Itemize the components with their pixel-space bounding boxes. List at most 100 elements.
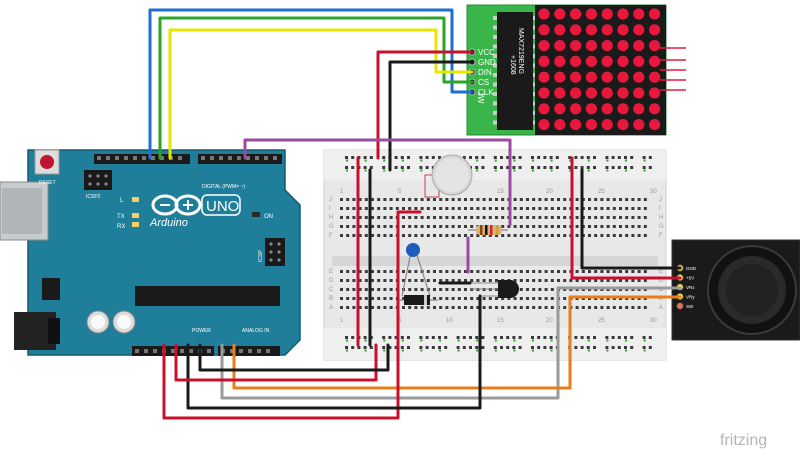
header-pin[interactable]: [210, 156, 214, 160]
column-number: 5: [398, 189, 402, 195]
matrix-led: [649, 87, 661, 99]
matrix-led: [585, 40, 598, 52]
matrix-led: [585, 71, 598, 83]
arduino-uno-board: RESET ICSP2 L TX RX UNO Arduino ON ICSP: [0, 149, 301, 356]
matrix-led: [554, 40, 566, 52]
row-letter: A: [659, 305, 663, 311]
header-pin[interactable]: [230, 349, 234, 353]
column-number: 20: [546, 318, 553, 324]
wire-red-joystick-5v: [570, 156, 682, 280]
row-letter: C: [659, 287, 664, 293]
matrix-led: [633, 119, 645, 131]
chip-code: +1608: [509, 55, 516, 75]
header-pin[interactable]: [178, 156, 182, 160]
header-pin[interactable]: [237, 156, 241, 160]
header-pin[interactable]: [97, 156, 101, 160]
led-matrix: [535, 5, 666, 135]
header-pin[interactable]: [257, 349, 261, 353]
matrix-led: [649, 119, 661, 131]
matrix-led: [601, 40, 613, 52]
wire-purple: [243, 138, 512, 227]
matrix-led: [554, 24, 566, 36]
matrix-led: [570, 24, 582, 36]
joystick-pin-label: +5V: [686, 276, 694, 281]
led-tx-label: TX: [117, 214, 125, 220]
header-pin[interactable]: [201, 156, 205, 160]
wire-orange-joystick-vry: [232, 295, 682, 390]
matrix-led: [633, 24, 645, 36]
row-letter: F: [329, 233, 333, 239]
matrix-led: [617, 24, 629, 36]
matrix-led: [585, 87, 598, 99]
matrix-led: [633, 40, 645, 52]
matrix-led: [649, 71, 661, 83]
row-letter: E: [329, 269, 333, 275]
column-number: 25: [598, 318, 605, 324]
row-letter: J: [659, 197, 662, 203]
matrix-led: [570, 71, 582, 83]
header-pin[interactable]: [219, 156, 223, 160]
header-pin[interactable]: [144, 349, 148, 353]
matrix-led: [617, 119, 629, 131]
matrix-led: [649, 40, 661, 52]
header-pin[interactable]: [171, 349, 175, 353]
matrix-led: [617, 8, 629, 20]
header-pin[interactable]: [246, 156, 250, 160]
row-letter: B: [659, 296, 663, 302]
matrix-led: [585, 119, 598, 131]
header-pin[interactable]: [273, 156, 277, 160]
header-pin[interactable]: [264, 156, 268, 160]
reset-label: RESET: [39, 180, 56, 186]
joystick-pin-label: VRx: [686, 285, 695, 290]
row-letter: G: [329, 224, 334, 230]
header-pin[interactable]: [255, 156, 259, 160]
joystick-pin-label: VRy: [686, 295, 695, 300]
joystick-pin-label: SW: [686, 304, 694, 309]
row-letter: D: [659, 278, 664, 284]
row-letter: F: [659, 233, 663, 239]
matrix-led: [649, 8, 661, 20]
header-pin[interactable]: [180, 349, 184, 353]
matrix-led: [585, 8, 598, 20]
header-pin[interactable]: [239, 349, 243, 353]
matrix-led: [633, 71, 645, 83]
wire-red-buzzer: [396, 210, 422, 292]
header-pin[interactable]: [189, 349, 193, 353]
header-pin[interactable]: [133, 156, 137, 160]
matrix-led: [538, 103, 550, 115]
matrix-led: [601, 103, 613, 115]
matrix-led: [538, 8, 550, 20]
matrix-led: [538, 55, 550, 67]
wire-black-gnd-2: [198, 343, 390, 372]
header-pin[interactable]: [142, 156, 146, 160]
matrix-led: [554, 8, 566, 20]
module-pin-label: VCC: [478, 48, 495, 57]
header-pin[interactable]: [106, 156, 110, 160]
header-pin[interactable]: [115, 156, 119, 160]
matrix-led: [538, 87, 550, 99]
header-pin[interactable]: [151, 156, 155, 160]
header-pin[interactable]: [248, 349, 252, 353]
matrix-led: [649, 24, 661, 36]
breadboard: 115510101515202025253030JJIIHHGGFFEEDDCC…: [323, 149, 667, 361]
header-pin[interactable]: [266, 349, 270, 353]
header-pin[interactable]: [135, 349, 139, 353]
header-pin[interactable]: [228, 156, 232, 160]
header-pin[interactable]: [124, 156, 128, 160]
column-number: 30: [650, 189, 657, 195]
joystick-pin[interactable]: [676, 302, 684, 310]
fritzing-watermark: fritzing: [720, 432, 767, 449]
row-letter: B: [329, 296, 333, 302]
header-pin[interactable]: [207, 349, 211, 353]
joystick-pin-label: GND: [686, 266, 697, 271]
analog-label: ANALOG IN: [242, 328, 270, 334]
row-letter: J: [329, 197, 332, 203]
matrix-led: [554, 71, 566, 83]
header-pin[interactable]: [160, 156, 164, 160]
model-label: UNO: [206, 198, 239, 215]
row-letter: I: [329, 206, 331, 212]
header-pin[interactable]: [153, 349, 157, 353]
wire-red-matrix-vcc: [376, 50, 474, 160]
column-number: 30: [650, 318, 657, 324]
